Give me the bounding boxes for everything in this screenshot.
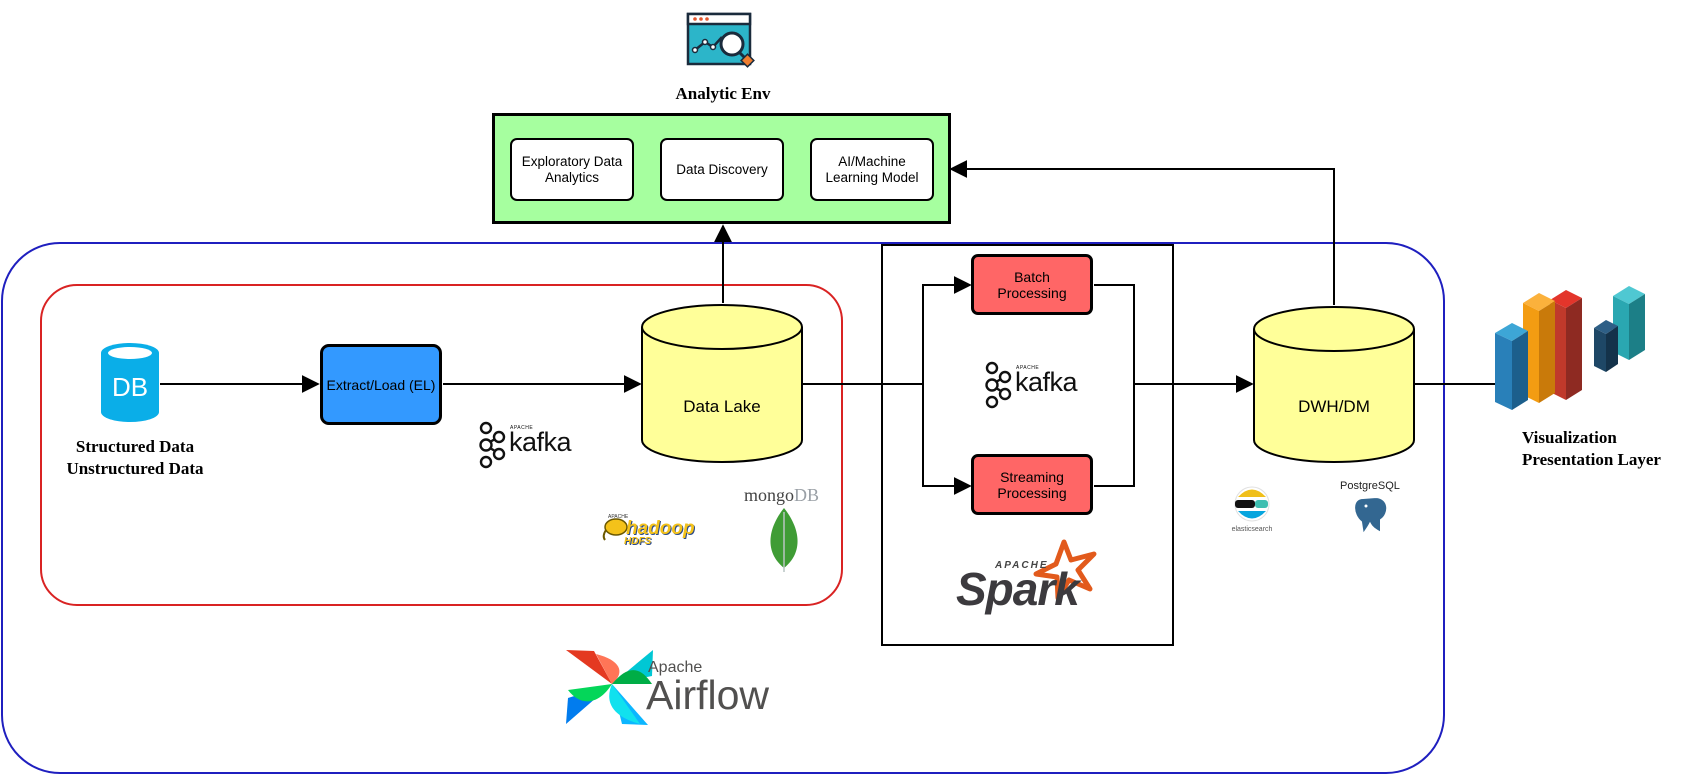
airflow-logo-small: Apache <box>648 659 703 676</box>
data-discovery-box[interactable]: Data Discovery <box>660 138 784 201</box>
elasticsearch-icon <box>1234 486 1270 522</box>
kafka-icon-center <box>985 361 1012 409</box>
hadoop-logo-word: hadoop <box>626 518 695 539</box>
edge-streaming-to-merge <box>1094 384 1135 487</box>
mongodb-logo-mongo: mongo <box>744 485 795 505</box>
presentation-layer-label: Presentation Layer <box>1522 450 1661 469</box>
database-icon <box>101 343 159 422</box>
kafka-logo-center-small: APACHE <box>1016 365 1040 371</box>
dwh-cylinder <box>1253 306 1415 463</box>
exploratory-data-analytics-box[interactable]: Exploratory Data Analytics <box>510 138 634 201</box>
visualization-label: Visualization <box>1522 428 1617 447</box>
postgresql-elephant-icon <box>1353 495 1389 538</box>
kafka-icon-left <box>479 421 506 469</box>
db-icon-text: DB <box>111 372 149 402</box>
elasticsearch-logo-word: elasticsearch <box>1231 526 1273 533</box>
data-lake-cylinder <box>641 304 803 463</box>
analytic-env-title: Analytic Env <box>675 84 771 103</box>
bar-chart-3d-icon <box>1495 286 1645 410</box>
dwh-label[interactable]: DWH/DM <box>1298 397 1370 416</box>
mongodb-logo-db: DB <box>794 485 820 505</box>
spark-star-icon <box>1033 539 1097 601</box>
postgresql-logo-word: PostgreSQL <box>1340 480 1400 492</box>
analytics-window-icon <box>686 12 755 68</box>
ingestion-container <box>40 284 843 606</box>
spark-logo-small: APACHE <box>995 560 1049 571</box>
airflow-logo-word: Airflow <box>646 672 770 718</box>
hadoop-logo-small: APACHE <box>608 514 629 520</box>
processing-container <box>881 244 1174 646</box>
sources-label-structured: Structured Data <box>75 437 195 456</box>
hadoop-elephant-icon <box>602 518 628 541</box>
batch-processing-box[interactable]: Batch Processing <box>971 254 1093 315</box>
kafka-logo-center-word: kafka <box>1015 367 1078 397</box>
edge-dwh-to-analytic <box>949 160 1335 305</box>
kafka-logo-left-small: APACHE <box>510 425 534 431</box>
data-lake-label[interactable]: Data Lake <box>683 397 761 416</box>
edge-batch-to-merge <box>1094 284 1135 384</box>
mongodb-leaf-icon <box>770 508 798 572</box>
streaming-processing-box[interactable]: Streaming Processing <box>971 454 1093 515</box>
hdfs-logo-word: HDFS <box>624 536 652 547</box>
spark-logo-word: Spark <box>956 563 1080 615</box>
kafka-logo-left-word: kafka <box>509 427 572 457</box>
mongodb-logo-word: mongoDB <box>744 485 819 506</box>
postgresql-logo-text: PostgreSQL <box>1340 480 1400 492</box>
edge-fork-to-streaming <box>922 384 972 495</box>
sources-label-unstructured: Unstructured Data <box>66 459 204 478</box>
extract-load-box[interactable]: Extract/Load (EL) <box>320 344 442 425</box>
airflow-pinwheel-icon <box>566 650 653 725</box>
edge-fork-to-batch <box>922 276 972 384</box>
ai-ml-model-box[interactable]: AI/Machine Learning Model <box>810 138 934 201</box>
